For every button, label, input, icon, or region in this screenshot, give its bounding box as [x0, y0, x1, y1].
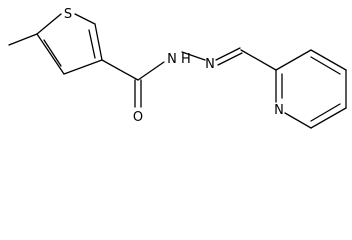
molecule-canvas: S N H N O N — [8, 7, 347, 129]
bond-n-ch-1 — [215, 47, 241, 61]
pyridine-ring — [275, 49, 347, 129]
atom-label-carbonyl-oxygen: O — [133, 110, 143, 125]
bond-c4-c5 — [36, 33, 65, 75]
bond-py-c3-c4-inner — [310, 56, 341, 75]
atom-label-imine-nitrogen: N — [205, 57, 215, 72]
atom-label-pyridine-nitrogen: N — [274, 103, 284, 118]
bond-n-ch-2 — [217, 52, 243, 66]
bond-py-c2-c3 — [275, 49, 312, 71]
bond-c5-s1 — [36, 13, 62, 35]
bond-c2-c3 — [94, 23, 103, 61]
atom-label-amide-nitrogen: N — [167, 52, 177, 67]
bond-s1-c2 — [74, 13, 96, 25]
bond-py-c6-n1 — [284, 112, 312, 129]
atom-label-amide-hydrogen: H — [181, 52, 191, 67]
bond-py-c5-c6 — [310, 107, 347, 129]
atom-label-sulfur: S — [64, 7, 72, 22]
bond-c3-c4 — [63, 59, 103, 75]
bond-ring-carbonyl — [101, 59, 139, 81]
bond-py-c5-c6-inner — [310, 103, 341, 122]
methyl-bond — [8, 33, 38, 46]
bond-py-c3-c4 — [310, 49, 347, 71]
bond-carbonyl-nh — [137, 61, 165, 81]
structure-drawing: S N H N O N — [8, 7, 347, 129]
thiophene-ring — [36, 13, 103, 75]
bond-ch-pyridine — [240, 49, 277, 71]
bond-c2-c3-inner — [88, 29, 96, 59]
bond-c4-c5-inner — [43, 39, 62, 67]
bond-nh-n — [181, 51, 206, 61]
